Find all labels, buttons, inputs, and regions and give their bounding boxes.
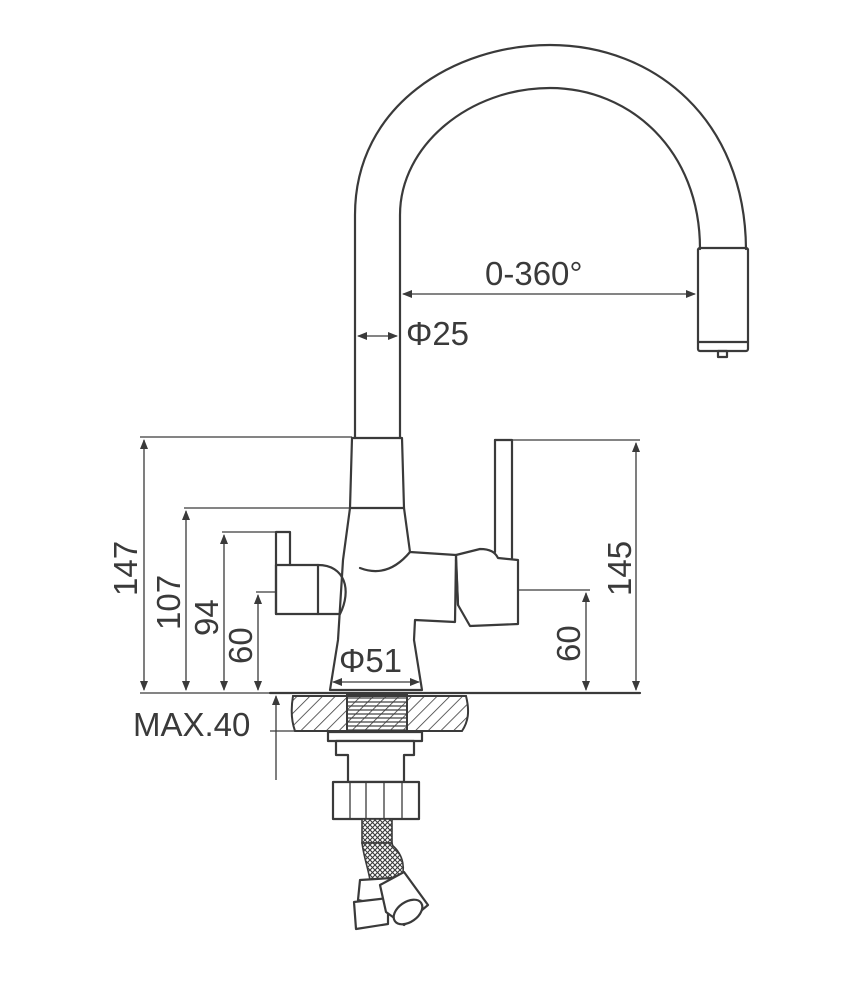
countertop xyxy=(268,691,642,733)
label-height-107: 107 xyxy=(150,575,187,630)
label-height-60-left: 60 xyxy=(222,627,259,664)
label-base-diameter: Φ51 xyxy=(339,642,402,679)
dimension-lines xyxy=(140,290,696,780)
label-height-94: 94 xyxy=(188,599,225,636)
label-pipe-diameter: Φ25 xyxy=(406,315,469,352)
label-height-147: 147 xyxy=(107,541,144,596)
label-max-deck: MAX.40 xyxy=(133,706,250,743)
spout xyxy=(353,43,750,440)
mounting-hardware xyxy=(326,730,430,931)
label-rotation: 0-360° xyxy=(485,255,583,292)
dimension-labels: 0-360° Φ25 Φ51 MAX.40 147 107 94 60 145 … xyxy=(107,255,638,743)
label-height-60-right: 60 xyxy=(550,625,587,662)
label-height-145: 145 xyxy=(601,541,638,596)
faucet-body xyxy=(274,436,520,692)
